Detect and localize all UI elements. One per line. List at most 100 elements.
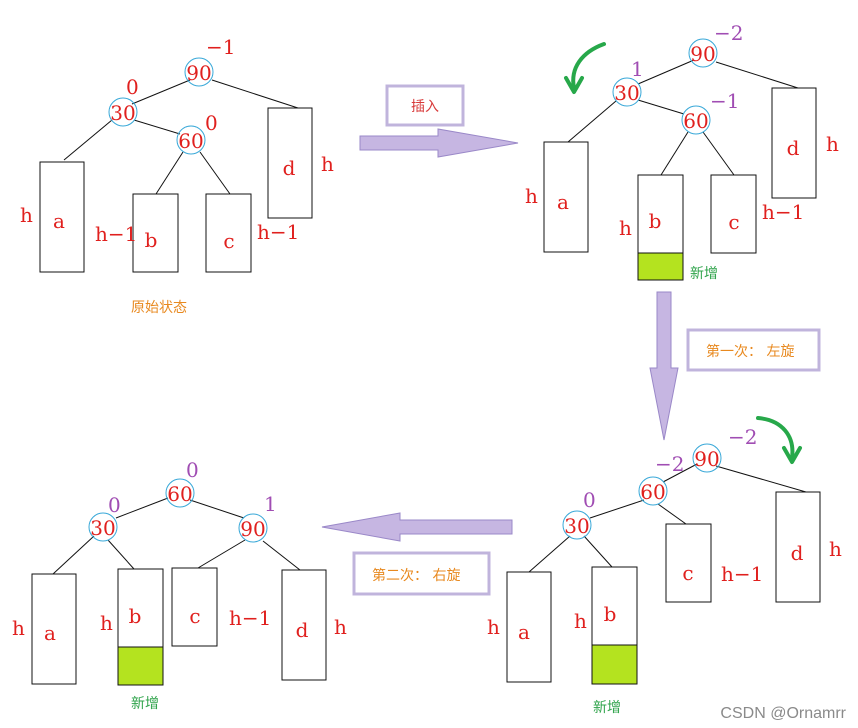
stage4-height-b: h (100, 611, 113, 635)
stage3-subtree-a-label: a (518, 620, 530, 644)
stage2-node-30-circle (612, 77, 642, 107)
stage4-subtree-d (281, 569, 327, 681)
stage4-subtree-a-label: a (44, 621, 56, 645)
stage1-balance-60: 0 (205, 111, 218, 135)
stage1-subtree-a (39, 161, 85, 273)
stage2-left-rotate-arrow (571, 42, 606, 90)
stage3-height-c: h−1 (721, 562, 763, 586)
stage2-left-rotate-arrowhead (564, 76, 584, 94)
stage4-subtree-d-label: d (296, 618, 309, 642)
stage1-balance-30: 0 (126, 75, 139, 99)
stage2-new-block (637, 252, 684, 281)
stage1-subtree-d-label: d (283, 156, 296, 180)
stage1-subtree-b (132, 193, 179, 273)
stage4-subtree-a (31, 573, 77, 685)
second-rotation-label-box (352, 551, 491, 596)
insert-label: 插入 (411, 99, 439, 115)
stage1-subtree-b-label: b (145, 228, 158, 252)
stage4-edges (52, 497, 301, 575)
stage4-node-90: 90 (240, 517, 265, 541)
stage-original: 90 30 60 −1 0 0 a b c d h h−1 h−1 h 原始状态 (20, 35, 334, 316)
stage3-node-30: 30 (564, 514, 589, 538)
stage2-new-label: 新增 (690, 266, 718, 282)
stage2-balance-60: −1 (710, 89, 739, 113)
stage3-subtree-b-label: b (604, 602, 617, 626)
stage3-subtree-c-label: c (682, 561, 693, 585)
second-rotation-arrow (321, 512, 513, 542)
stage4-subtree-b (117, 568, 164, 648)
stage2-subtree-c-label: c (728, 210, 739, 234)
stage4-node-60-circle (165, 478, 195, 508)
stage2-node-90: 90 (690, 42, 715, 66)
stage3-node-90-circle (692, 443, 722, 473)
stage2-height-b: h (619, 216, 632, 240)
stage3-subtree-d (775, 491, 821, 603)
stage3-node-30-circle (562, 510, 592, 540)
insert-label-box (385, 84, 465, 127)
stage3-balance-90: −2 (728, 425, 757, 449)
first-rotation-label: 第一次： 左旋 (706, 343, 794, 360)
stage4-subtree-b-label: b (129, 604, 142, 628)
first-rotation-label-box (686, 328, 821, 372)
second-rotation-step: 第二次： 右旋 (321, 512, 513, 596)
stage3-right-rotate-arrowhead (782, 446, 802, 464)
insert-arrow (359, 128, 519, 158)
stage1-subtree-a-label: a (53, 209, 65, 233)
stage1-node-90: 90 (186, 61, 211, 85)
stage3-node-90: 90 (694, 447, 719, 471)
stage1-height-c: h−1 (257, 220, 299, 244)
stage1-subtree-c-label: c (223, 229, 234, 253)
stage2-edges (567, 59, 799, 176)
stage4-subtree-c (171, 567, 218, 647)
stage1-node-90-circle (184, 57, 214, 87)
stage2-subtree-a-label: a (557, 190, 569, 214)
stage4-subtree-c-label: c (189, 604, 200, 628)
stage1-node-30: 30 (110, 101, 135, 125)
stage3-new-label: 新增 (593, 700, 621, 716)
stage1-edges (63, 79, 299, 195)
stage1-height-b: h−1 (95, 222, 137, 246)
stage4-height-d: h (334, 615, 347, 639)
stage2-node-60-circle (681, 105, 711, 135)
stage3-new-block (591, 644, 638, 685)
stage3-height-a: h (487, 615, 500, 639)
stage2-height-a: h (525, 184, 538, 208)
stage-final: 60 30 90 0 0 1 a b c d h h h−1 h 新增 (12, 458, 347, 712)
insert-step: 插入 (359, 84, 519, 158)
stage4-node-60: 60 (167, 482, 192, 506)
stage1-height-d: h (321, 152, 334, 176)
stage1-balance-90: −1 (206, 35, 235, 59)
stage3-edges (528, 463, 807, 573)
watermark: CSDN @Ornamrr (720, 705, 846, 722)
stage1-node-60-circle (176, 125, 206, 155)
stage4-new-label: 新增 (131, 696, 159, 712)
stage2-height-d: h (826, 132, 839, 156)
stage2-subtree-a (543, 141, 589, 253)
stage2-balance-30: 1 (631, 57, 644, 81)
stage1-node-30-circle (108, 97, 138, 127)
stage4-height-a: h (12, 616, 25, 640)
stage3-right-rotate-arrow (756, 416, 795, 460)
stage4-node-30-circle (88, 512, 118, 542)
stage2-height-c: h−1 (762, 200, 804, 224)
stage3-subtree-d-label: d (791, 541, 804, 565)
stage2-node-30: 30 (614, 81, 639, 105)
stage3-height-b: h (574, 609, 587, 633)
stage-after-left-rotation: 90 60 30 −2 −2 0 a b c d h h h−1 h 新增 (487, 416, 842, 716)
stage4-balance-60: 0 (186, 458, 199, 482)
stage4-height-c: h−1 (229, 606, 271, 630)
second-rotation-label: 第二次： 右旋 (372, 567, 460, 584)
stage3-subtree-c (665, 523, 712, 603)
original-state-label: 原始状态 (131, 300, 187, 316)
stage2-subtree-d-label: d (787, 136, 800, 160)
stage2-subtree-d (771, 87, 817, 199)
stage2-subtree-c (710, 174, 757, 254)
stage4-new-block (117, 646, 164, 686)
stage3-subtree-a (506, 571, 552, 683)
stage1-subtree-c (205, 193, 252, 273)
stage2-node-90-circle (688, 38, 718, 68)
stage4-balance-90: 1 (264, 492, 277, 516)
stage2-balance-90: −2 (714, 21, 743, 45)
